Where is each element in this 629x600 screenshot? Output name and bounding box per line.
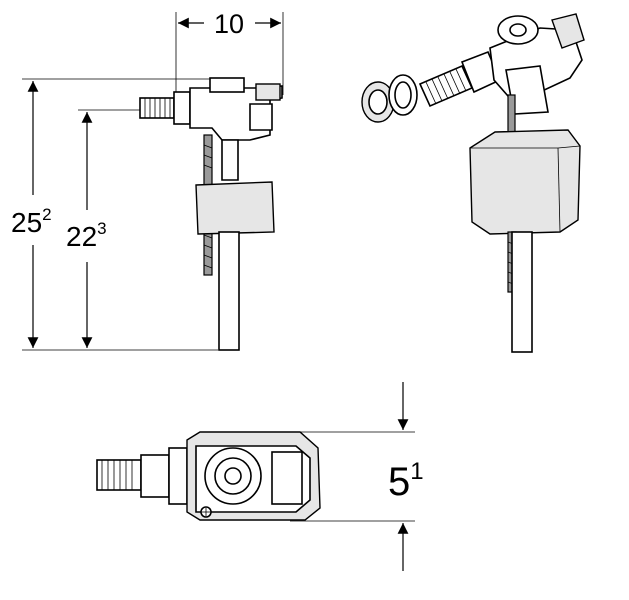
- plan-view: 51: [96, 382, 424, 571]
- dimension-depth-5-1: 51: [388, 382, 424, 571]
- fill-valve-isometric: [361, 13, 585, 353]
- valve-head: [489, 13, 585, 115]
- threaded-inlet: [418, 50, 502, 108]
- svg-text:223: 223: [66, 219, 107, 252]
- side-view: 10 252 223: [11, 9, 284, 351]
- locknut: [361, 81, 395, 123]
- fill-valve-side: [139, 77, 283, 351]
- svg-text:252: 252: [11, 205, 52, 238]
- svg-text:10: 10: [214, 9, 244, 39]
- svg-text:51: 51: [388, 458, 424, 504]
- dimension-height-25-2: 252: [11, 81, 52, 348]
- dimension-height-22-3: 223: [66, 112, 107, 348]
- washer: [388, 74, 418, 116]
- float-box: [469, 129, 581, 235]
- fill-valve-top: [96, 431, 321, 521]
- dimension-width-10: 10: [178, 9, 281, 39]
